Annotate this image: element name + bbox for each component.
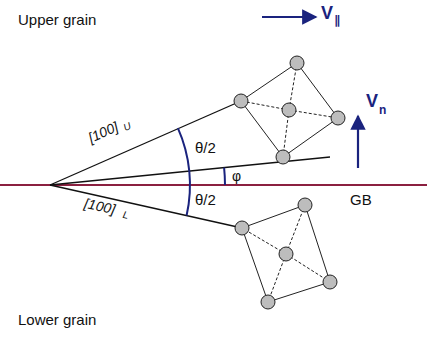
- velocity-symbol: V: [321, 4, 333, 22]
- grain-label: Upper grain: [18, 12, 96, 27]
- angle-label: θ/2: [195, 192, 216, 207]
- velocity-subscript: n: [379, 104, 386, 116]
- grain-label: Lower grain: [18, 312, 96, 327]
- parallel-velocity-arrow: [262, 16, 316, 18]
- velocity-subscript: ∥: [334, 14, 340, 26]
- angle-label: φ: [232, 169, 241, 183]
- theta-arc-upper: [178, 128, 189, 171]
- direction-label: [100]: [86, 119, 120, 144]
- lower-crystal: [235, 198, 337, 309]
- upper-crystal: [234, 56, 345, 164]
- theta-arc-lower: [187, 171, 190, 215]
- normal-velocity-arrow: [357, 116, 359, 168]
- velocity-symbol: V: [366, 92, 378, 110]
- lower-direction-line: [50, 185, 242, 228]
- direction-subscript: L: [122, 210, 130, 221]
- direction-subscript: U: [122, 121, 133, 133]
- boundary-label: GB: [350, 192, 372, 207]
- upper-direction-line: [50, 101, 241, 185]
- phi-arc: [223, 168, 226, 185]
- grain-boundary: [0, 184, 427, 186]
- angle-label: θ/2: [195, 140, 216, 155]
